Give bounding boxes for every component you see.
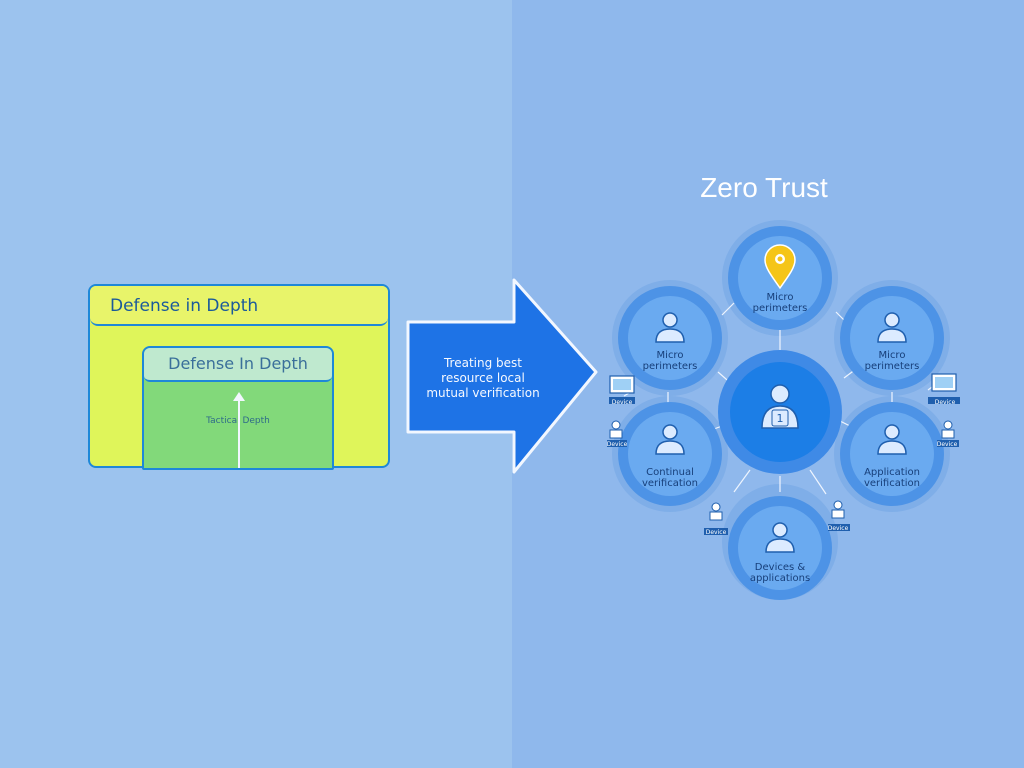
- connector-line: [721, 302, 735, 316]
- arrow-text-line: mutual verification: [426, 386, 540, 400]
- monitor-icon: [928, 373, 960, 404]
- monitor-icon: [609, 375, 635, 404]
- connector-line: [733, 469, 751, 493]
- node-label-line: perimeters: [642, 361, 698, 372]
- node-label-line: perimeters: [864, 361, 920, 372]
- node-label-bottom: Devices & applications: [735, 562, 825, 584]
- node-label-line: perimeters: [752, 303, 808, 314]
- zero-trust-title: Zero Trust: [700, 172, 828, 203]
- person-device-icon: [828, 500, 850, 531]
- arrow-text-line: Treating best: [443, 356, 522, 370]
- person-device-icon: [704, 502, 728, 535]
- defense-in-depth-outer-box: Defense in Depth: [88, 284, 390, 468]
- node-label-right-upper: Micro perimeters: [847, 350, 937, 372]
- user-icon: [655, 424, 685, 455]
- defense-in-depth-outer-header: [90, 286, 388, 326]
- node-label-line: Micro: [878, 350, 906, 361]
- node-label-line: Application: [864, 467, 920, 478]
- defense-in-depth-outer-title: Defense in Depth: [110, 296, 259, 316]
- user-icon: [877, 424, 907, 455]
- device-label: Device: [606, 441, 628, 448]
- device-label: Device: [936, 441, 958, 448]
- connector-line: [809, 469, 827, 495]
- defense-in-depth-inner-box: Defense In Depth Tactical Depth: [142, 346, 334, 470]
- up-arrow-icon: [233, 392, 245, 401]
- person-device-icon: [607, 420, 627, 447]
- defense-in-depth-inner-title: Defense In Depth: [168, 354, 308, 373]
- up-arrow-line: [238, 398, 240, 468]
- node-label-line: Micro: [766, 292, 794, 303]
- transition-arrow-text: Treating best resource local mutual veri…: [418, 356, 548, 401]
- person-device-icon: [937, 420, 959, 447]
- user-icon: [877, 312, 907, 343]
- node-label-line: Devices &: [754, 562, 806, 573]
- node-label-line: verification: [863, 478, 921, 489]
- user-icon: [765, 522, 795, 553]
- node-label-left-upper: Micro perimeters: [625, 350, 715, 372]
- node-label-line: applications: [749, 573, 811, 584]
- user-icons: [655, 312, 907, 553]
- node-label-line: Continual: [646, 467, 694, 478]
- device-label: Device: [934, 399, 956, 406]
- node-label-left-lower: Continual verification: [625, 467, 715, 489]
- device-label: Device: [705, 529, 727, 536]
- zero-trust-network: 1: [607, 220, 960, 600]
- defense-in-depth-inner-header: [144, 348, 332, 382]
- arrow-text-line: resource local: [441, 371, 525, 385]
- device-label: Device: [827, 525, 849, 532]
- device-label: Device: [611, 399, 633, 406]
- user-icon: [655, 312, 685, 343]
- center-badge-text: 1: [777, 412, 784, 425]
- device-icons: [607, 373, 960, 535]
- transition-arrow: [406, 278, 598, 474]
- center-badge: [771, 409, 789, 427]
- node-label-top: Micro perimeters: [735, 292, 825, 314]
- node-label-line: Micro: [656, 350, 684, 361]
- location-pin-icon: [764, 244, 796, 290]
- node-label-line: verification: [641, 478, 699, 489]
- node-label-right-lower: Application verification: [847, 467, 937, 489]
